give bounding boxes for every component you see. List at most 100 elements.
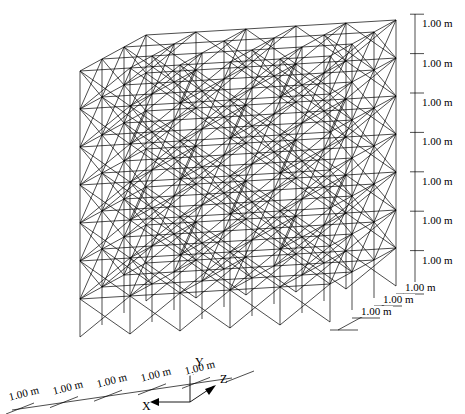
scaffold-member bbox=[124, 73, 146, 123]
scaffold-member bbox=[230, 62, 231, 328]
scaffold-member bbox=[330, 82, 352, 132]
scaffold-member bbox=[80, 223, 102, 249]
scaffold-member bbox=[80, 73, 146, 109]
scaffold-frame bbox=[80, 20, 396, 337]
scaffold-member bbox=[296, 251, 346, 292]
dimension-line bbox=[182, 377, 210, 388]
scaffold-member bbox=[80, 111, 146, 147]
scaffold-member bbox=[352, 234, 374, 260]
scaffold-member bbox=[180, 205, 202, 255]
dimension-label: 1.00 m bbox=[421, 136, 454, 147]
scaffold-member bbox=[252, 38, 274, 88]
scaffold-member bbox=[274, 140, 296, 190]
scaffold-member bbox=[352, 44, 374, 70]
scaffold-member bbox=[180, 129, 202, 179]
scaffold-member bbox=[302, 234, 352, 275]
scaffold-member bbox=[374, 146, 396, 172]
scaffold-member bbox=[252, 50, 274, 76]
scaffold-member bbox=[146, 32, 196, 73]
dimension-label: 1.00 m bbox=[360, 306, 393, 317]
scaffold-member bbox=[202, 243, 224, 269]
scaffold-member bbox=[102, 59, 124, 85]
scaffold-member bbox=[374, 134, 396, 184]
scaffold-member bbox=[146, 210, 396, 225]
scaffold-member bbox=[352, 158, 374, 184]
scaffold-member bbox=[102, 97, 124, 123]
scaffold-member bbox=[130, 258, 152, 284]
scaffold-member bbox=[324, 111, 346, 137]
scaffold-member bbox=[230, 178, 296, 214]
scaffold-member bbox=[302, 225, 324, 275]
scaffold-member bbox=[202, 79, 224, 129]
scaffold-member bbox=[274, 38, 275, 304]
dimension-line bbox=[352, 318, 380, 319]
scaffold-member bbox=[102, 161, 124, 211]
scaffold-member bbox=[130, 106, 152, 132]
scaffold-member bbox=[230, 164, 252, 214]
scaffold-member bbox=[230, 135, 280, 176]
scaffold-member bbox=[130, 108, 196, 144]
scaffold-member bbox=[130, 293, 180, 334]
scaffold-member bbox=[230, 140, 296, 176]
scaffold-member bbox=[330, 172, 396, 208]
scaffold-member bbox=[374, 58, 396, 108]
scaffold-member bbox=[252, 190, 274, 240]
scaffold-member bbox=[202, 91, 224, 117]
scaffold-member bbox=[146, 20, 396, 35]
dimension-label: 1.00 m bbox=[51, 378, 85, 397]
scaffold-member bbox=[180, 257, 246, 293]
scaffold-member bbox=[330, 210, 396, 246]
scaffold-member bbox=[352, 44, 353, 310]
scaffold-member bbox=[202, 167, 224, 193]
scaffold-member bbox=[280, 199, 302, 249]
scaffold-member bbox=[352, 222, 374, 272]
scaffold-member bbox=[374, 20, 396, 70]
scaffold-member bbox=[374, 32, 396, 58]
scaffold-member bbox=[130, 222, 196, 258]
scaffold-member bbox=[246, 102, 296, 143]
dimension-line bbox=[410, 171, 424, 172]
scaffold-member bbox=[102, 246, 152, 287]
scaffold-member bbox=[374, 172, 396, 222]
scaffold-member bbox=[130, 141, 180, 182]
scaffold-member bbox=[280, 23, 346, 59]
scaffold-member bbox=[330, 132, 352, 158]
scaffold-member bbox=[80, 185, 102, 211]
scaffold-member bbox=[230, 59, 280, 100]
scaffold-member bbox=[102, 173, 124, 199]
dimension-line bbox=[330, 330, 358, 331]
scaffold-member bbox=[130, 65, 180, 106]
scaffold-member bbox=[280, 246, 330, 287]
scaffold-member bbox=[280, 137, 346, 173]
scaffold-member bbox=[80, 187, 146, 223]
scaffold-member bbox=[330, 56, 331, 322]
scaffold-member bbox=[174, 146, 196, 196]
scaffold-member bbox=[374, 70, 396, 96]
scaffold-member bbox=[280, 47, 302, 97]
scaffold-member bbox=[296, 23, 346, 64]
scaffold-member bbox=[124, 47, 125, 313]
scaffold-member bbox=[374, 184, 396, 210]
scaffold-member bbox=[124, 237, 146, 263]
scaffold-member bbox=[224, 41, 225, 307]
scaffold-member bbox=[80, 249, 102, 299]
scaffold-member bbox=[330, 248, 396, 284]
scaffold-member bbox=[102, 135, 124, 161]
dimension-line bbox=[410, 14, 424, 15]
scaffold-member bbox=[230, 100, 252, 126]
dimension-line bbox=[94, 390, 122, 401]
scaffold-member bbox=[102, 47, 124, 97]
scaffold-member bbox=[124, 85, 146, 111]
scaffold-member bbox=[102, 249, 124, 275]
scaffold-member bbox=[202, 53, 203, 319]
scaffold-member bbox=[280, 284, 330, 325]
scaffold-member bbox=[274, 216, 296, 266]
scaffold-member bbox=[180, 105, 246, 141]
scaffold-member bbox=[280, 170, 330, 211]
scaffold-member bbox=[296, 137, 346, 178]
scaffold-member bbox=[80, 225, 146, 261]
scaffold-member bbox=[180, 252, 230, 293]
scaffold-member bbox=[330, 96, 396, 132]
dimension-label: 1.00 m bbox=[139, 365, 173, 384]
dimension-line bbox=[6, 403, 34, 414]
